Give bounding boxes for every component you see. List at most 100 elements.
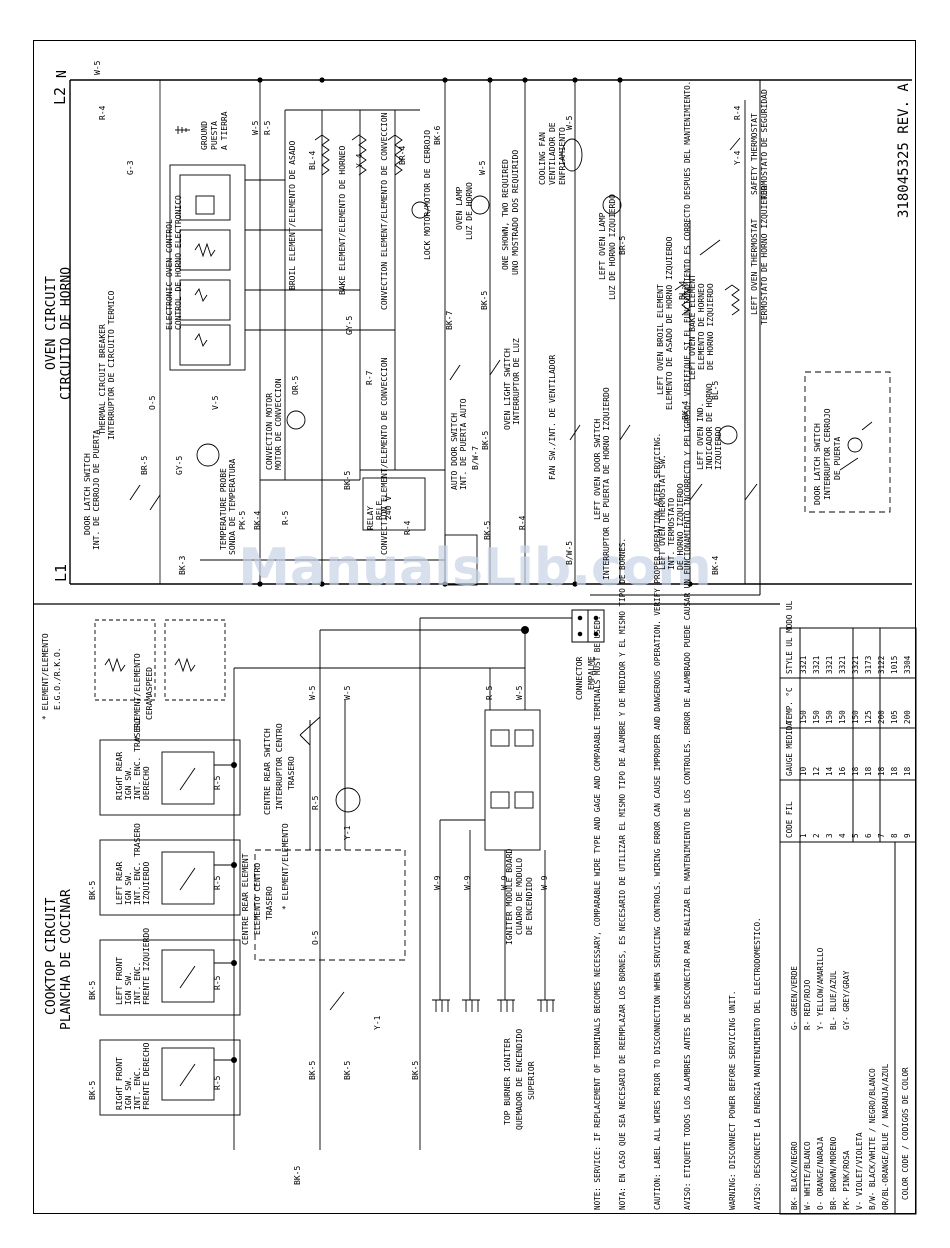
gauge-cell: 16 xyxy=(838,766,847,776)
switch-label: IGN SW. xyxy=(124,871,133,905)
connector-block xyxy=(571,80,761,643)
igniter-board-label: DE ENCENDIDO xyxy=(525,877,534,935)
gauge-rows: 1101503321212150332131415033214161503321… xyxy=(799,655,912,838)
oven-label: INT. DE CERROJO DE PUERTA xyxy=(92,429,101,550)
wire-label: W-5 xyxy=(565,115,574,130)
wire-label: BK-4 xyxy=(711,556,720,575)
oven-label: LEFT OVEN THERMOSTAT xyxy=(750,218,759,315)
gauge-cell: 18 xyxy=(890,766,899,776)
oven-label: DE HORNO IZQUIERDO xyxy=(706,283,715,370)
oven-label: DOOR LATCH SWITCH xyxy=(83,453,92,535)
oven-label: OVEN LAMP xyxy=(455,186,464,230)
wire-label: Y-4 xyxy=(733,150,742,165)
top-igniter-label: QUEMADOR DE ENCENDIDO xyxy=(515,1029,524,1130)
wire-label: B/W-5 xyxy=(565,541,574,565)
note-caution-en: CAUTION: LABEL ALL WIRES PRIOR TO DISCON… xyxy=(653,433,662,1210)
wire-label: W-9 xyxy=(540,875,549,890)
oven-label: CONVECTION ELEMENT/ELEMENTO DE CONVECCIO… xyxy=(380,357,389,555)
l1-label: L1 xyxy=(52,564,70,582)
gauge-cell: 150 xyxy=(812,710,821,724)
wire-label: PK-5 xyxy=(238,511,247,530)
gauge-cell: 9 xyxy=(903,833,912,838)
n-label: N xyxy=(55,70,70,78)
gauge-cell: 3321 xyxy=(851,655,860,674)
wire-label: BK-5 xyxy=(343,471,352,490)
oven-label: IZQUIERDO xyxy=(714,426,723,470)
color-code-cell: BL- BLUE/AZUL xyxy=(829,970,838,1030)
wire-label: W-9 xyxy=(463,875,472,890)
igniter-board-label: CUADRO DE MODULO xyxy=(515,858,524,935)
centre-rear-switch-label: TRASERO xyxy=(287,756,296,790)
gauge-cell: 5 xyxy=(851,833,860,838)
oven-label: TEMPERATURE PROBE xyxy=(219,468,228,550)
oven-label: RELAY xyxy=(366,506,375,530)
wire-label: W-5 xyxy=(478,160,487,175)
switch-label: IGN SW. xyxy=(124,766,133,800)
color-code-cell: BK- BLACK/NEGRO xyxy=(790,1141,799,1210)
gauge-cell: 150 xyxy=(825,710,834,724)
gauge-header: CODE FIL xyxy=(785,801,794,838)
wire-label: OR-5 xyxy=(291,376,300,395)
oven-label: LEFT OVEN THERMOSTAT SW. xyxy=(658,454,667,570)
switch-label: FRENTE DERECHO xyxy=(142,1042,151,1110)
oven-label: OVEN LIGHT SWITCH xyxy=(503,348,512,430)
oven-circuit-title: OVEN CIRCUIT xyxy=(44,276,59,370)
color-code-cell: GY- GREY/GRAY xyxy=(842,970,851,1030)
gauge-cell: 14 xyxy=(825,766,834,776)
oven-label: SONDA DE TEMPERATURA xyxy=(228,458,237,555)
wire-label: W-9 xyxy=(500,875,509,890)
oven-label: LEFT OVEN BROIL ELEMENT xyxy=(656,284,665,395)
oven-label: ELEMENTO DE HORNEO xyxy=(697,283,706,370)
l2-label: L2 xyxy=(51,87,69,105)
note-warning-en: WARNING: DISCONNECT POWER BEFORE SERVICI… xyxy=(728,991,737,1210)
wire-label: R-4 xyxy=(518,515,527,530)
wire-label: BK-5 xyxy=(481,431,490,450)
switch-label: IGN SW. xyxy=(124,1076,133,1110)
switch-label: FRENTE IZQUIERDO xyxy=(142,928,151,1005)
switch-label: INT. ENC. xyxy=(133,1067,142,1110)
wire-label: O-5 xyxy=(311,930,320,945)
wire-label: R-7 xyxy=(365,370,374,385)
igniter-board-label: IGNITER MODULE BOARD xyxy=(505,848,514,945)
oven-bus-lines xyxy=(69,79,912,585)
wire-label: BK-4 xyxy=(681,401,690,420)
gauge-cell: 3122 xyxy=(877,656,886,674)
wire-label: R-5 xyxy=(213,775,222,790)
color-code-table: COLOR CODE / CODIGOS DE COLOR BK- BLACK/… xyxy=(790,947,910,1210)
connector-label: CONNECTOR xyxy=(575,656,584,700)
oven-label: UNO MOSTRADO DOS REQUIRIDO xyxy=(511,150,520,275)
color-code-cell: PK- PINK/ROSA xyxy=(842,1150,851,1210)
oven-label: ENFRIAMIENTO xyxy=(558,127,567,185)
service-notes: NOTE: SERVICE: IF REPLACEMENT OF TERMINA… xyxy=(593,81,762,1210)
oven-label: BROIL ELEMENT/ELEMENTO DE ASADO xyxy=(288,141,297,290)
note-nota-es: NOTA: EN CASO QUE SEA NECESARIO DE REEMP… xyxy=(618,538,627,1210)
color-code-cell: BR- BROWN/MORENO xyxy=(829,1136,838,1210)
wire-label: BK-3 xyxy=(178,556,187,575)
note-aviso2-es: AVISO: DESCONECTE LA ENERGIA MANTENIMIEN… xyxy=(753,917,762,1210)
gauge-header: TEMP. °C xyxy=(785,687,794,724)
cooktop-switch-labels: RIGHT REAR IGN SW. INT. ENC. TRASERO DER… xyxy=(115,718,151,1110)
top-igniter-label: SUPERIOR xyxy=(527,1061,536,1100)
wire-label: BK-5 xyxy=(480,291,489,310)
color-code-cell: B/W- BLACK/WHITE / NEGRO/BLANCO xyxy=(868,1068,877,1210)
oven-label: VENTILADOR DE xyxy=(548,122,557,185)
switch-label: INT. ENC. xyxy=(133,962,142,1005)
oven-label: LEFT OVEN DOOR SWITCH xyxy=(593,419,602,520)
gauge-cell: 3321 xyxy=(825,655,834,674)
oven-label: LUZ DE HORNO IZQUIERDO xyxy=(608,194,617,300)
watermark: ManualsLib.com xyxy=(238,538,711,598)
color-code-cell: R- RED/ROJO xyxy=(803,979,812,1030)
oven-label: LEFT OVEN LAMP xyxy=(598,212,607,280)
gauge-cell: 18 xyxy=(903,766,912,776)
switch-label: RIGHT FRONT xyxy=(115,1057,124,1110)
oven-label: INT. DE PUERTA AUTO xyxy=(459,398,468,490)
oven-label: BAKE ELEMENT/ELEMENTO DE HORNEO xyxy=(338,146,347,295)
wire-label: O-5 xyxy=(148,395,157,410)
oven-label: FAN SW./INT. DE VENTILADOR xyxy=(548,355,557,480)
wire-label: BK-4 xyxy=(253,511,262,530)
wire-label: R-4 xyxy=(403,520,412,535)
oven-label: INT. TERMOSTATO xyxy=(667,498,676,570)
wire-label: BK-6 xyxy=(433,126,442,145)
tables-frame xyxy=(779,627,917,1215)
